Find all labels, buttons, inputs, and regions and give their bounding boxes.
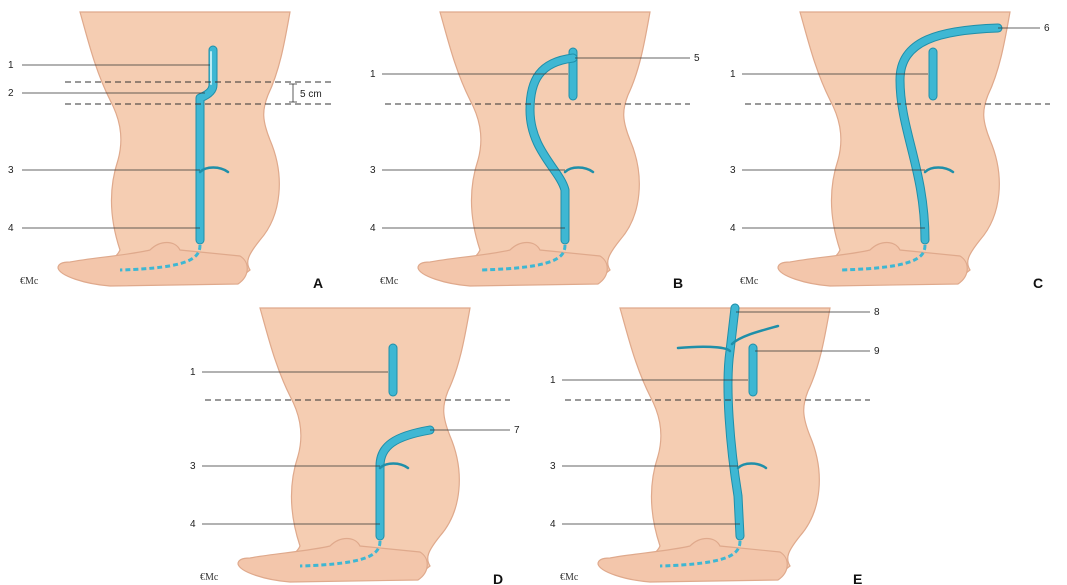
panel-letter: B [673,275,683,291]
panel-letter: E [853,571,862,585]
panel-b: 1 5 3 4 €Mc B [370,12,700,291]
watermark: €Mc [20,276,39,287]
label-1: 1 [8,60,14,71]
label-1: 1 [370,69,376,80]
panel-e: 8 9 1 3 4 €Mc E [550,307,880,585]
label-3: 3 [8,165,14,176]
label-4: 4 [730,223,736,234]
leg-silhouette [598,308,830,582]
label-5: 5 [694,53,700,64]
label-4: 4 [370,223,376,234]
label-7: 7 [514,425,520,436]
panel-letter: A [313,275,323,291]
label-4: 4 [550,519,556,530]
label-6: 6 [1044,23,1050,34]
label-4: 4 [8,223,14,234]
label-3: 3 [370,165,376,176]
watermark: €Mc [740,276,759,287]
panel-c: 1 6 3 4 €Mc C [730,12,1050,291]
panel-a: 5 cm 1 2 3 4 €Mc A [8,12,335,291]
leg-silhouette [58,12,290,286]
label-3: 3 [730,165,736,176]
label-8: 8 [874,307,880,318]
label-1: 1 [730,69,736,80]
measure-label: 5 cm [300,89,322,100]
watermark: €Mc [380,276,399,287]
label-1: 1 [190,367,196,378]
label-3: 3 [550,461,556,472]
label-2: 2 [8,88,14,99]
panel-letter: C [1033,275,1043,291]
leg-silhouette [778,12,1010,286]
panel-d: 1 7 3 4 €Mc D [190,308,520,585]
label-4: 4 [190,519,196,530]
leg-silhouette [238,308,470,582]
label-1: 1 [550,375,556,386]
watermark: €Mc [560,572,579,583]
label-9: 9 [874,346,880,357]
label-3: 3 [190,461,196,472]
leg-silhouette [418,12,650,286]
watermark: €Mc [200,572,219,583]
panel-letter: D [493,571,503,585]
